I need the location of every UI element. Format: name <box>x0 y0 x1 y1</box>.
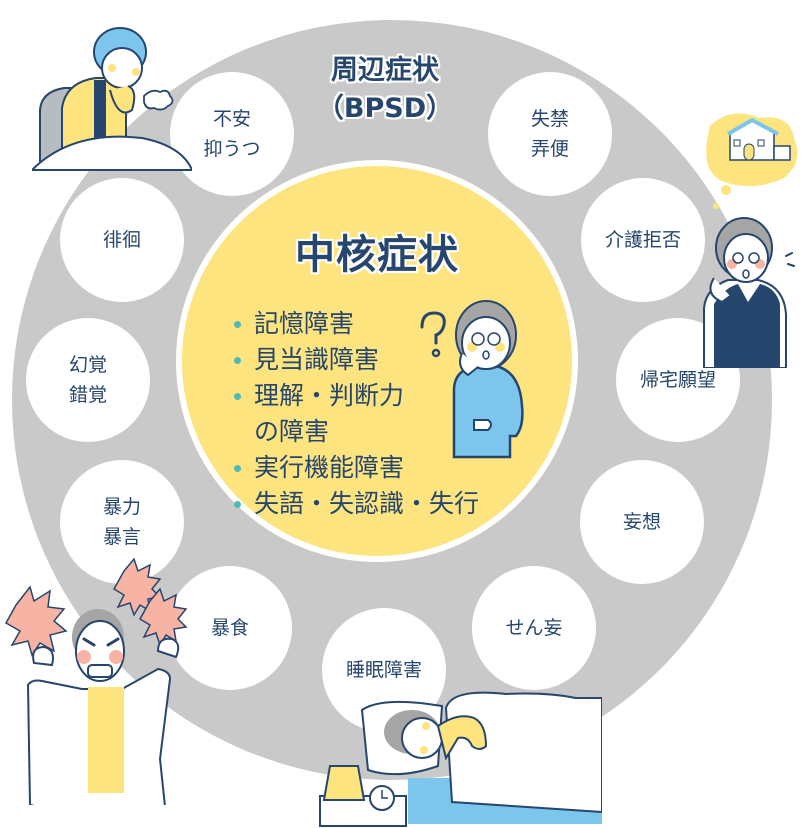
bubble-label: 幻覚 <box>68 354 107 376</box>
bubble-label: 暴言 <box>102 526 141 548</box>
bubble-hallucination[interactable]: 幻覚錯覚 <box>26 318 150 442</box>
bubble-label: 暴力 <box>102 496 141 518</box>
core-item: 理解・判断力 <box>228 378 479 414</box>
bubble-label: 睡眠障害 <box>345 659 422 681</box>
fist-icon <box>32 645 54 667</box>
bubble-label: 錯覚 <box>68 384 107 406</box>
bubble-violence[interactable]: 暴力暴言 <box>60 460 184 584</box>
bubble-label: 徘徊 <box>102 229 141 251</box>
bubble-label: 失禁 <box>530 108 569 130</box>
confused-elder-illustration <box>420 300 524 459</box>
core-title: 中核症状 <box>295 232 459 278</box>
bullet-icon <box>234 501 241 508</box>
core-item: 見当識障害 <box>228 342 479 378</box>
bubble-label: 帰宅願望 <box>639 369 716 391</box>
sweat-icon <box>785 252 795 267</box>
bullet-icon <box>234 465 241 472</box>
core-symptom-list: 記憶障害 見当識障害 理解・判断力 の障害 実行機能障害 失語・失認識・失行 <box>228 306 479 522</box>
lamp-icon <box>322 765 366 801</box>
bubble-binge-eating[interactable]: 暴食 <box>168 566 292 690</box>
sleeping-woman-illustration <box>319 691 602 827</box>
core-item-continued: の障害 <box>254 417 330 446</box>
fist-icon <box>156 637 180 659</box>
bubble-delirium[interactable]: せん妄 <box>472 566 596 690</box>
worried-man-illustration <box>703 113 798 368</box>
sigh-cloud-icon <box>143 89 174 111</box>
question-mark-icon <box>420 311 446 345</box>
bubble-label: 介護拒否 <box>604 229 681 251</box>
bubble-label: 暴食 <box>210 617 249 639</box>
bubble-homecoming-desire[interactable]: 帰宅願望 <box>616 318 740 442</box>
peripheral-title-line1: 周辺症状 <box>331 55 439 86</box>
peripheral-title: 周辺症状 （BPSD） <box>300 52 470 128</box>
core-item: 実行機能障害 <box>228 450 479 486</box>
bubble-label: 妄想 <box>622 511 661 533</box>
bubble-incontinence[interactable]: 失禁弄便 <box>488 72 612 196</box>
bubble-wandering[interactable]: 徘徊 <box>60 178 184 302</box>
bullet-icon <box>234 393 241 400</box>
bubble-label: 弄便 <box>530 138 569 160</box>
bubble-delusion[interactable]: 妄想 <box>580 460 704 584</box>
anger-burst-icon <box>4 557 188 657</box>
core-symptoms-circle: 中核症状 記憶障害 見当識障害 理解・判断力 の障害 実行機能障害 失語・失認識… <box>176 160 578 562</box>
bubble-anxiety-depression[interactable]: 不安抑うつ <box>170 72 294 196</box>
bubble-label: 抑うつ <box>203 138 261 160</box>
core-item: 失語・失認識・失行 <box>228 486 479 522</box>
peripheral-title-line2: （BPSD） <box>316 93 454 124</box>
core-item: 記憶障害 <box>228 306 479 342</box>
bubble-label: せん妄 <box>505 617 563 639</box>
house-icon <box>726 117 791 161</box>
bullet-icon <box>234 357 241 364</box>
bubble-label: 不安 <box>212 108 251 130</box>
bullet-icon <box>234 321 241 328</box>
bubble-care-refusal[interactable]: 介護拒否 <box>581 178 705 302</box>
depressed-woman-illustration <box>32 27 192 171</box>
angry-man-illustration <box>4 557 188 805</box>
